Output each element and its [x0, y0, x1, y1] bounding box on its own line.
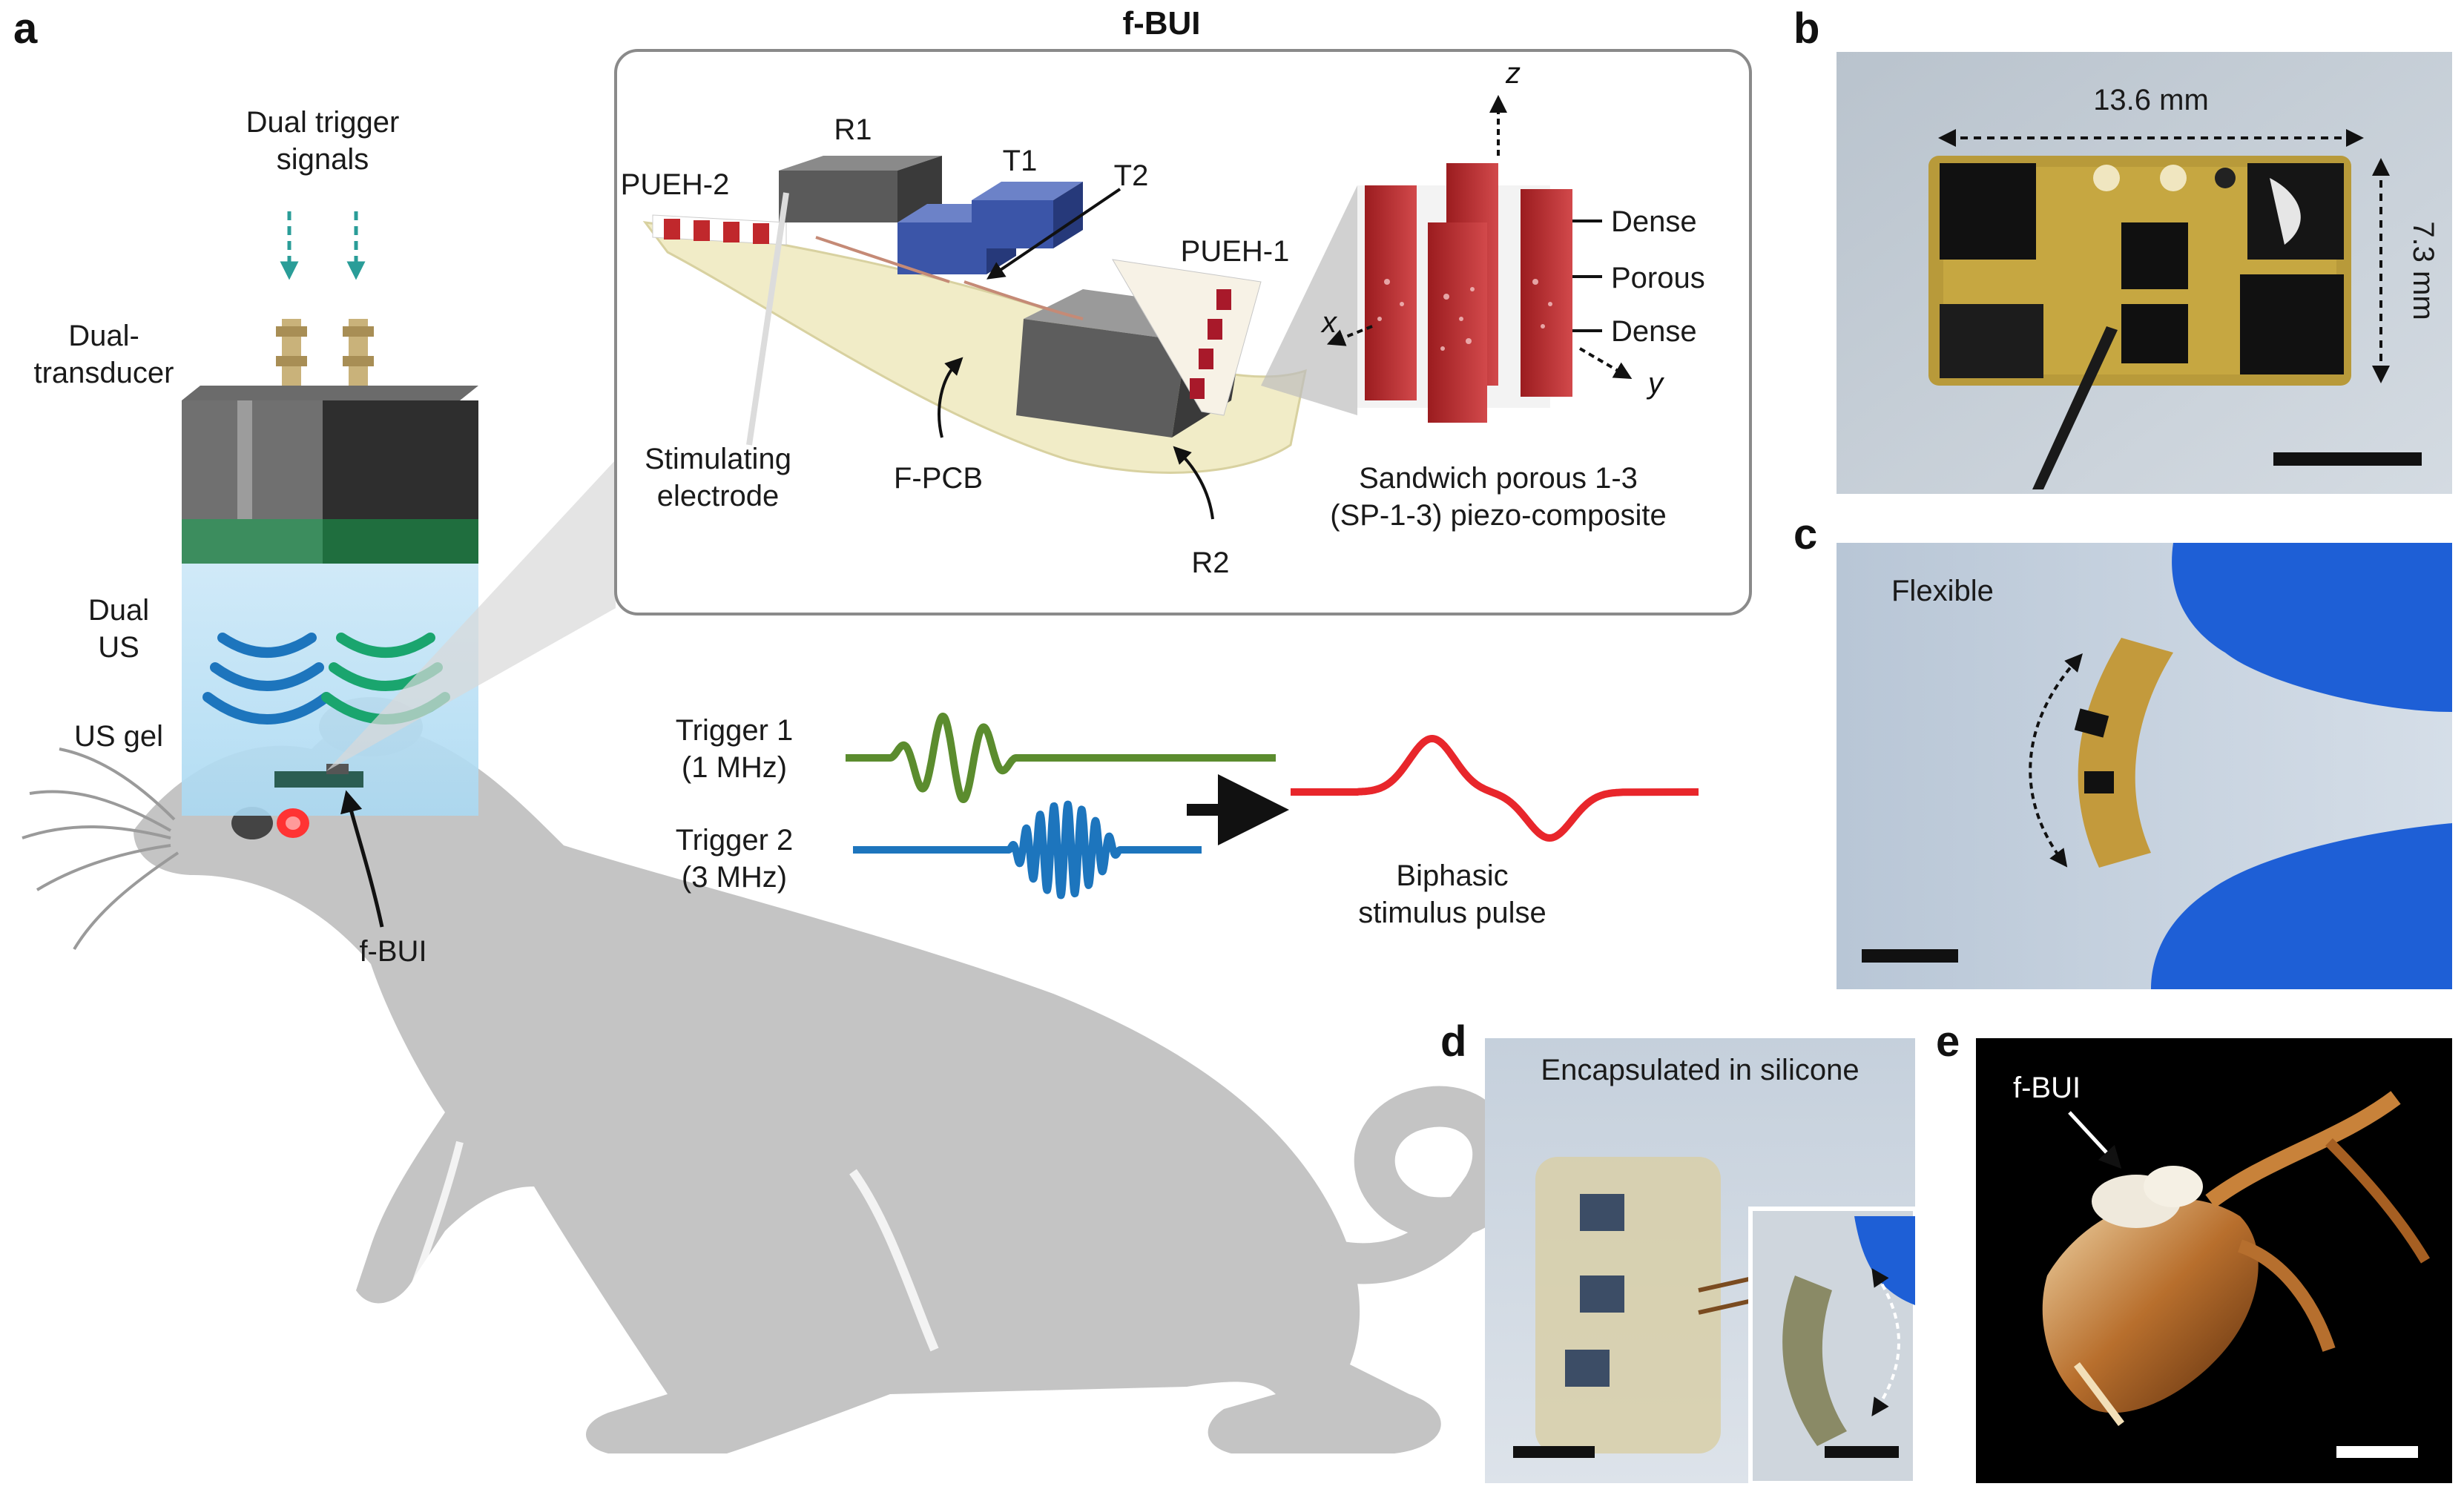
d-scale-bar — [1513, 1446, 1595, 1458]
porous-label: Porous — [1611, 262, 1705, 294]
fpcb-pointer — [938, 357, 963, 438]
composite-zoom-cone — [1261, 185, 1357, 415]
panel-label-a: a — [13, 4, 38, 53]
e-fbui-arrow — [2068, 1111, 2122, 1169]
fpcb-label: F-PCB — [894, 462, 983, 495]
implanted-fbui — [274, 764, 363, 838]
photo-e — [1976, 1038, 2452, 1483]
dense-top-label: Dense — [1611, 205, 1697, 238]
stimulating-label-2: electrode — [657, 480, 780, 512]
b-scale-bar — [2273, 452, 2422, 466]
c-scale-bar — [1862, 949, 1958, 963]
trigger2-label-1: Trigger 2 — [676, 824, 794, 857]
fbui-device-illustration — [642, 156, 1307, 474]
sp-label-2: (SP-1-3) piezo-composite — [1330, 499, 1667, 532]
sp-1-3-composite — [1357, 163, 1572, 423]
stimulating-label-1: Stimulating — [645, 443, 791, 475]
trigger1-label-1: Trigger 1 — [676, 714, 794, 747]
trigger2-label-2: (3 MHz) — [682, 861, 787, 894]
sp-label-1: Sandwich porous 1-3 — [1359, 462, 1638, 495]
dense-bottom-label: Dense — [1611, 315, 1697, 348]
t2-pointer — [986, 188, 1121, 280]
c-flex-arrow — [2029, 653, 2083, 868]
dual-trigger-label-1: Dual trigger — [246, 106, 400, 139]
pueh2-label: PUEH-2 — [621, 168, 730, 201]
dual-transducer-label-1: Dual- — [68, 320, 139, 352]
b-height-label: 7.3 mm — [2407, 221, 2440, 320]
zoom-cone — [326, 460, 616, 771]
x-axis — [1326, 325, 1373, 346]
dual-trigger-label-2: signals — [277, 143, 369, 176]
fbui-pointer-arrow — [340, 790, 384, 928]
r2-label: R2 — [1191, 547, 1229, 579]
dual-transducer — [182, 319, 478, 564]
photo-d — [1485, 1038, 1917, 1485]
r1-label: R1 — [834, 113, 872, 146]
y-axis — [1578, 347, 1633, 380]
t1-label: T1 — [1003, 145, 1038, 177]
y-label: y — [1646, 367, 1665, 400]
t2-label: T2 — [1114, 159, 1149, 192]
dual-transducer-label-2: transducer — [34, 357, 174, 389]
us-waves-blue — [202, 633, 332, 725]
panel-label-e: e — [1936, 1017, 1960, 1066]
x-label: x — [1320, 306, 1338, 339]
trigger1-waveform — [846, 713, 1276, 803]
trigger2-waveform — [853, 800, 1202, 900]
panel-label-d: d — [1440, 1017, 1466, 1066]
r2-pointer — [1173, 446, 1214, 520]
z-label: z — [1505, 57, 1521, 90]
inset-title: f-BUI — [1122, 5, 1200, 42]
photo-c — [1837, 543, 2452, 989]
photo-b — [1837, 52, 2452, 494]
dual-us-label-1: Dual — [88, 594, 149, 627]
c-flexible-label: Flexible — [1891, 575, 1994, 607]
biphasic-label-1: Biphasic — [1396, 859, 1508, 892]
e-fbui-label: f-BUI — [2013, 1072, 2081, 1104]
biphasic-label-2: stimulus pulse — [1358, 897, 1546, 929]
d-encapsulated-label: Encapsulated in silicone — [1541, 1054, 1859, 1086]
dual-us-label-2: US — [98, 631, 139, 664]
us-gel-label: US gel — [74, 720, 163, 753]
trigger1-label-2: (1 MHz) — [682, 751, 787, 784]
pueh1-label: PUEH-1 — [1181, 235, 1290, 268]
panel-label-c: c — [1793, 510, 1817, 558]
d-subinset-scale-bar — [1825, 1446, 1899, 1458]
panel-label-b: b — [1793, 4, 1819, 53]
e-scale-bar — [2336, 1446, 2418, 1458]
b-width-label: 13.6 mm — [2093, 84, 2209, 116]
biphasic-waveform — [1291, 735, 1699, 842]
fbui-label: f-BUI — [359, 935, 426, 968]
